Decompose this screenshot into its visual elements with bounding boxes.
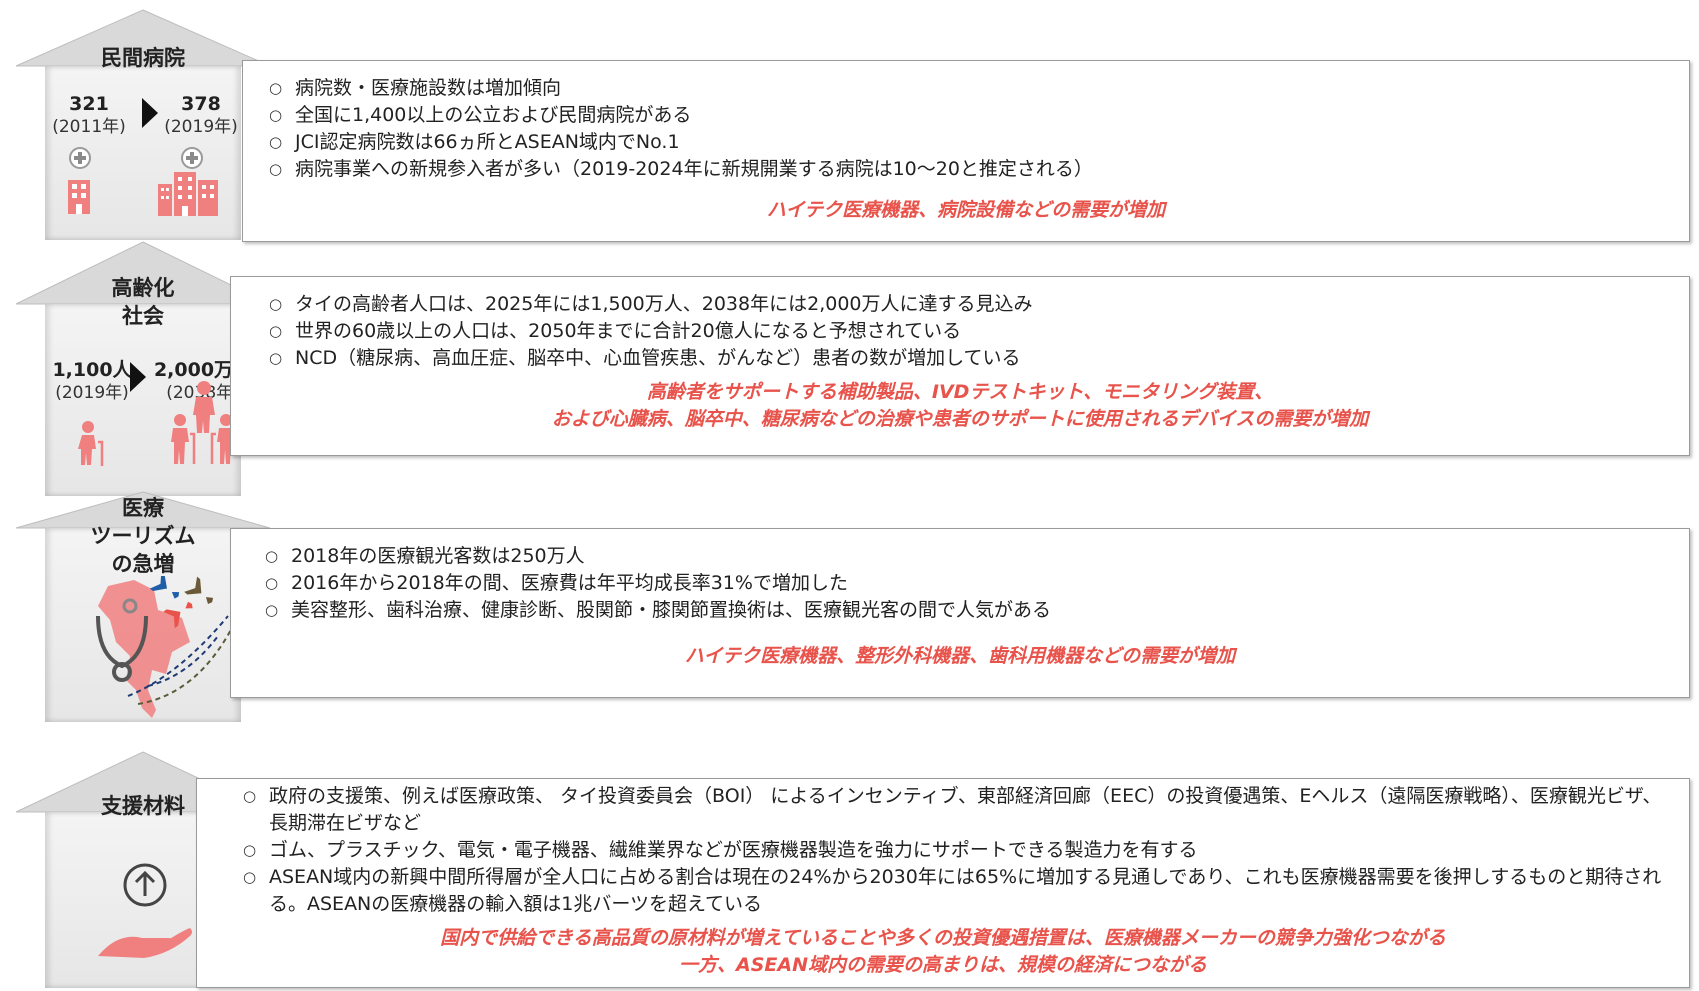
house-card: 医療 ツーリズム の急増: [12, 490, 274, 722]
airplane-icon: [163, 601, 193, 629]
bullet-item: 2018年の医療観光客数は250万人: [263, 543, 1051, 570]
highlight-line: 国内で供給できる高品質の原材料が増えていることや多くの投資優遇措置は、医療機器メ…: [440, 927, 1446, 949]
triangle-arrow-icon: [130, 362, 146, 392]
bullet-item: タイの高齢者人口は、2025年には1,500万人、2038年には2,000万人に…: [267, 291, 1033, 318]
section-title: 医療 ツーリズム の急増: [12, 494, 274, 578]
house-card: 高齢化 社会 1,100人 (2019年) 2,000万人 (2038年): [12, 240, 274, 496]
stat-value: 378: [181, 93, 221, 115]
title-line: の急増: [111, 552, 175, 576]
stat-from: 1,100人 (2019年): [42, 358, 142, 404]
plus-circle-icon: [69, 147, 91, 169]
bullet-item: ゴム、プラスチック、電気・電子機器、繊維業界などが医療機器製造を強力にサポートで…: [241, 837, 1671, 864]
highlight-line: 高齢者をサポートする補助製品、IVDテストキット、モニタリング装置、: [646, 381, 1274, 403]
thailand-map-icon: [96, 576, 235, 718]
stat-year: (2019年): [164, 117, 238, 137]
up-arrow-circle-icon: [123, 863, 167, 907]
stat-from: 321 (2011年): [46, 92, 132, 138]
bullet-item: 政府の支援策、例えば医療政策、 タイ投資委員会（BOI） によるインセンティブ、…: [241, 783, 1671, 837]
bullet-item: NCD（糖尿病、高血圧症、脳卒中、心血管疾患、がんなど）患者の数が増加している: [267, 345, 1033, 372]
plus-circle-icon: [181, 147, 203, 169]
stat-value: 1,100人: [52, 359, 132, 381]
bullet-item: 病院数・医療施設数は増加傾向: [267, 75, 1093, 102]
stat-value: 2,000万人: [153, 359, 253, 381]
title-line: 医療: [122, 496, 164, 520]
highlight-line: 一方、ASEAN域内の需要の高まりは、規模の経済につながる: [679, 954, 1207, 976]
airplane-icon: [184, 576, 214, 605]
stat-year: (2011年): [52, 117, 126, 137]
demand-highlight: ハイテク医療機器、病院設備などの需要が増加: [243, 197, 1689, 224]
bullet-item: 2016年から2018年の間、医療費は年平均成長率31%で増加した: [263, 570, 1051, 597]
section-title: 高齢化 社会: [12, 274, 274, 330]
section-title: 民間病院: [101, 46, 185, 70]
stat-to: 378 (2019年): [158, 92, 244, 138]
info-panel: タイの高齢者人口は、2025年には1,500万人、2038年には2,000万人に…: [230, 276, 1690, 456]
bullet-item: 病院事業への新規参入者が多い（2019-2024年に新規開業する病院は10〜20…: [267, 156, 1093, 183]
demand-highlight: 国内で供給できる高品質の原材料が増えていることや多くの投資優遇措置は、医療機器メ…: [197, 925, 1689, 979]
highlight-line: ハイテク医療機器、整形外科機器、歯科用機器などの需要が増加: [684, 645, 1236, 667]
section-title: 支援材料: [101, 794, 185, 818]
section-aging-society: 高齢化 社会 1,100人 (2019年) 2,000万人 (2038年): [0, 240, 1699, 496]
bullet-list: タイの高齢者人口は、2025年には1,500万人、2038年には2,000万人に…: [267, 291, 1033, 372]
demand-highlight: 高齢者をサポートする補助製品、IVDテストキット、モニタリング装置、 および心臓…: [231, 379, 1689, 433]
title-line: 高齢化: [111, 276, 175, 300]
highlight-line: および心臓病、脳卒中、糖尿病などの治療や患者のサポートに使用されるデバイスの需要…: [551, 408, 1369, 430]
bullet-item: ASEAN域内の新興中間所得層が全人口に占める割合は現在の24%から2030年に…: [241, 864, 1671, 918]
bullet-list: 2018年の医療観光客数は250万人 2016年から2018年の間、医療費は年平…: [263, 543, 1051, 624]
house-card: 民間病院 321 (2011年) 378 (2019年): [12, 8, 274, 240]
demand-highlight: ハイテク医療機器、整形外科機器、歯科用機器などの需要が増加: [231, 643, 1689, 670]
bullet-item: JCI認定病院数は66ヵ所とASEAN域内でNo.1: [267, 129, 1093, 156]
title-line: 社会: [122, 304, 164, 328]
info-panel: 政府の支援策、例えば医療政策、 タイ投資委員会（BOI） によるインセンティブ、…: [196, 778, 1690, 988]
info-panel: 病院数・医療施設数は増加傾向 全国に1,400以上の公立および民間病院がある J…: [242, 60, 1690, 242]
stat-value: 321: [69, 93, 109, 115]
info-panel: 2018年の医療観光客数は250万人 2016年から2018年の間、医療費は年平…: [230, 528, 1690, 698]
bullet-list: 病院数・医療施設数は増加傾向 全国に1,400以上の公立および民間病院がある J…: [267, 75, 1093, 183]
hospital-campus-icon: [158, 172, 218, 216]
stat-year: (2019年): [55, 383, 129, 403]
elderly-person-icon: [78, 421, 104, 466]
title-line: ツーリズム: [90, 524, 196, 548]
bullet-item: 世界の60歳以上の人口は、2050年までに合計20億人になると予想されている: [267, 318, 1033, 345]
bullet-item: 美容整形、歯科治療、健康診断、股関節・膝関節置換術は、医療観光客の間で人気がある: [263, 597, 1051, 624]
supporting-hand-icon: [98, 928, 192, 958]
bullet-item: 全国に1,400以上の公立および民間病院がある: [267, 102, 1093, 129]
bullet-list: 政府の支援策、例えば医療政策、 タイ投資委員会（BOI） によるインセンティブ、…: [241, 783, 1671, 918]
hospital-building-icon: [68, 180, 90, 214]
section-support-materials: 支援材料 政府の支援策、例えば医療政策、 タイ投資委員会（BOI） によるインセ…: [0, 750, 1699, 991]
triangle-arrow-icon: [142, 98, 158, 128]
airplane-icon: [149, 576, 180, 599]
section-medical-tourism: 医療 ツーリズム の急増 2018年の医療観光客数は250万人: [0, 490, 1699, 730]
highlight-line: ハイテク医療機器、病院設備などの需要が増加: [766, 199, 1166, 221]
section-private-hospitals: 民間病院 321 (2011年) 378 (2019年): [0, 0, 1699, 242]
